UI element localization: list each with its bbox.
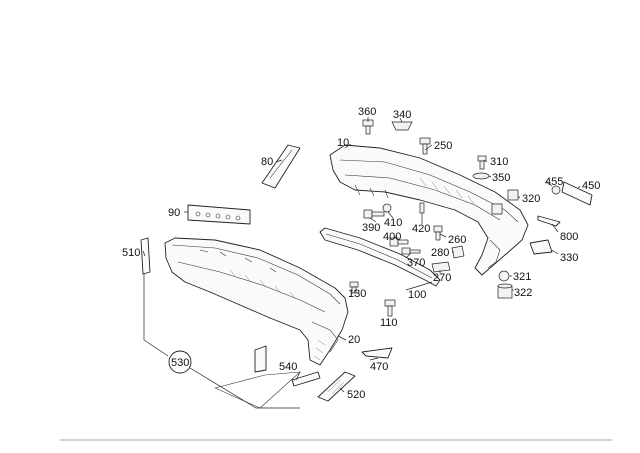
label-540: 540 xyxy=(279,361,297,373)
mounting-bar-90 xyxy=(187,204,251,225)
label-330: 330 xyxy=(560,252,578,264)
clip-270 xyxy=(431,261,451,273)
panel-520 xyxy=(317,371,356,402)
screw-370 xyxy=(401,247,421,255)
label-360: 360 xyxy=(358,106,376,118)
label-260: 260 xyxy=(448,234,466,246)
panel-near-530 xyxy=(254,345,267,373)
label-270: 270 xyxy=(433,272,451,284)
nut-321 xyxy=(498,270,510,282)
bracket-80 xyxy=(261,144,301,189)
label-350: 350 xyxy=(492,172,510,184)
bracket-330 xyxy=(529,239,553,255)
label-110: 110 xyxy=(380,317,398,329)
part-labels: 360 340 10 250 80 310 350 455 450 320 90… xyxy=(122,106,600,401)
leader-lines xyxy=(142,117,581,409)
screw-110 xyxy=(384,299,396,317)
bolt-390 xyxy=(363,209,385,219)
cap-340 xyxy=(391,121,413,131)
washer-350 xyxy=(472,172,490,180)
label-310: 310 xyxy=(490,156,508,168)
grommet-455 xyxy=(551,185,561,195)
label-420: 420 xyxy=(412,223,430,235)
label-510: 510 xyxy=(122,247,140,259)
reflector-800 xyxy=(537,215,561,227)
clip-280 xyxy=(451,245,465,259)
clip-360 xyxy=(362,119,374,135)
label-100: 100 xyxy=(408,289,426,301)
label-530: 530 xyxy=(171,357,189,369)
label-450: 450 xyxy=(582,180,600,192)
label-130: 130 xyxy=(348,288,366,300)
label-455: 455 xyxy=(545,176,563,188)
pin-420 xyxy=(419,202,425,214)
label-340: 340 xyxy=(393,109,411,121)
label-280: 280 xyxy=(431,247,449,259)
impact-strip-100 xyxy=(319,227,441,287)
bumper-carrier-10 xyxy=(329,144,529,276)
label-470: 470 xyxy=(370,361,388,373)
panel-trapezoid xyxy=(214,371,301,409)
label-410: 410 xyxy=(384,217,402,229)
screw-260 xyxy=(433,225,443,241)
sleeve-322 xyxy=(497,283,513,299)
bumper-cover-20 xyxy=(164,237,349,366)
nut-320 xyxy=(507,189,519,201)
label-80: 80 xyxy=(261,156,273,168)
label-320: 320 xyxy=(522,193,540,205)
label-20: 20 xyxy=(348,334,360,346)
callout-circle-530 xyxy=(168,350,192,374)
label-321: 321 xyxy=(513,271,531,283)
label-90: 90 xyxy=(168,207,180,219)
screw-250 xyxy=(419,137,431,155)
label-800: 800 xyxy=(560,231,578,243)
washer-410 xyxy=(382,203,392,213)
label-370: 370 xyxy=(407,257,425,269)
label-520: 520 xyxy=(347,389,365,401)
label-322: 322 xyxy=(514,287,532,299)
bracket-540 xyxy=(291,371,321,387)
side-bracket-510 xyxy=(140,237,151,275)
label-10: 10 xyxy=(337,137,349,149)
label-250: 250 xyxy=(434,140,452,152)
trim-470 xyxy=(361,347,393,359)
bolt-310 xyxy=(477,155,487,170)
bracket-450 xyxy=(561,181,593,206)
label-390: 390 xyxy=(362,222,380,234)
label-400: 400 xyxy=(383,231,401,243)
